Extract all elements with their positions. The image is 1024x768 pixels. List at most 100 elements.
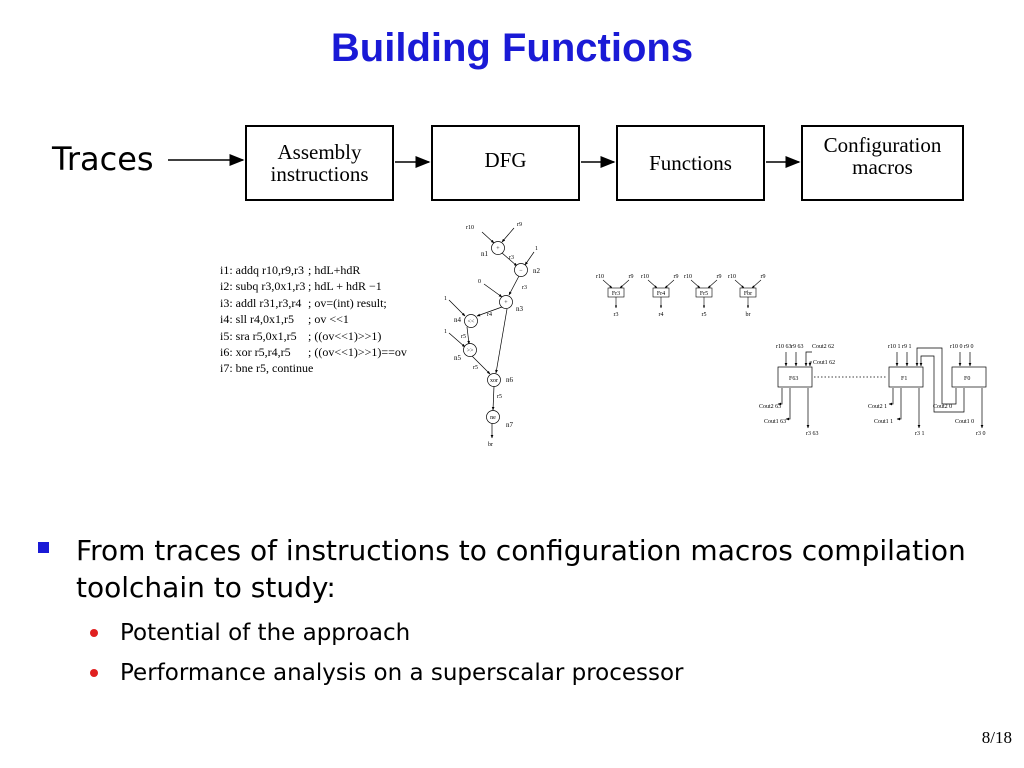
dfg-edge-label: r3: [522, 285, 527, 291]
dfg-edge-label: r3: [509, 255, 514, 261]
macro-input-label: r9 0: [964, 344, 974, 350]
function-output-label: r4: [659, 312, 664, 318]
assembly-comment: ; ((ov<<1)>>1)==ov: [308, 345, 407, 360]
macro-carry-out-label: Cout1 63: [764, 419, 786, 425]
macro-cell-name: F0: [964, 376, 970, 382]
dfg-edge-label: 1: [535, 246, 538, 252]
square-bullet-icon: [38, 542, 49, 553]
dfg-node-ops: + − + << >> xor ne: [467, 246, 524, 421]
function-name-label: Fr3: [612, 291, 620, 297]
macro-input-label: r10 1: [888, 344, 901, 350]
assembly-line: i2: subq r3,0x1,r3; hdL + hdR −1: [220, 278, 407, 294]
macro-circuit: [777, 347, 987, 429]
function-box-fr5: [695, 287, 713, 298]
function-input-label: r10: [728, 274, 736, 280]
bullet-sub-text: Performance analysis on a superscalar pr…: [120, 660, 684, 686]
dfg-node-n2: [514, 263, 528, 277]
dfg-op-n2: −: [519, 268, 523, 274]
dfg-edge-label: r5: [473, 365, 478, 371]
dfg-box: DFG: [431, 125, 580, 201]
dfg-node-n3: [499, 295, 513, 309]
dfg-edge-label: br: [488, 442, 493, 448]
dfg-op-n6: xor: [490, 378, 498, 384]
assembly-comment: ; hdL + hdR −1: [308, 279, 382, 294]
bullet-sub: Potential of the approach: [90, 618, 410, 648]
dfg-name-n7: n7: [506, 421, 514, 429]
function-output-label: br: [746, 312, 751, 318]
macro-output-label: r3 63: [806, 431, 819, 437]
bullet-sub-text: Potential of the approach: [120, 620, 411, 646]
page-number: 8/18: [981, 728, 1012, 747]
function-output-label: r5: [702, 312, 707, 318]
functions-box: Functions: [616, 125, 765, 201]
assembly-line: i1: addq r10,r9,r3 ; hdL+hdR: [220, 262, 407, 278]
dfg-node-n5: [463, 343, 477, 357]
function-input-label: r10: [596, 274, 604, 280]
assembly-instruction: i5: sra r5,0x1,r5: [220, 328, 297, 343]
bullet-sub: Performance analysis on a superscalar pr…: [90, 658, 684, 688]
slide-title: Building Functions: [330, 26, 694, 70]
dfg-op-n4: <<: [468, 319, 475, 325]
assembly-comment: ; ((ov<<1)>>1): [308, 328, 382, 343]
function-input-label: r9: [761, 274, 766, 280]
dfg-name-n6: n6: [506, 376, 514, 384]
configuration-macros-box: Configuration macros: [801, 125, 964, 201]
function-name-label: Fr4: [657, 291, 665, 297]
function-box-fr4: [652, 287, 670, 298]
function-input-label: r9: [629, 274, 634, 280]
dfg-op-n3: +: [504, 300, 508, 306]
macro-input-label: r10 0: [950, 344, 963, 350]
dfg-edge-label: r4: [487, 312, 492, 318]
dfg-graph: [448, 227, 535, 439]
dfg-name-n2: n2: [533, 267, 541, 275]
dfg-node-n7: [486, 410, 500, 424]
macro-output-label: r3 1: [915, 431, 925, 437]
macro-output-label: r3 0: [976, 431, 986, 437]
dfg-node-n1: [491, 241, 505, 255]
macro-labels: r10 63 r9 63 Cout2 62 Cout1 62 F63 Cout2…: [759, 344, 986, 437]
macro-input-label: r9 63: [791, 344, 804, 350]
macro-cell-f0: [951, 366, 987, 388]
macro-carry-in-label: Cout2 62: [812, 344, 834, 350]
dfg-op-n7: ne: [490, 415, 496, 421]
dfg-name-n1: n1: [481, 250, 489, 258]
dot-bullet-icon: [90, 669, 98, 677]
function-input-label: r10: [641, 274, 649, 280]
assembly-line: i4: sll r4,0x1,r5 ; ov <<1: [220, 311, 407, 327]
dfg-edge-label: r10: [466, 225, 474, 231]
macro-input-label: r9 1: [902, 344, 912, 350]
assembly-instruction: i7: bne r5, continue: [220, 361, 314, 376]
assembly-instruction: i2: subq r3,0x1,r3: [220, 279, 306, 294]
function-box-fr3: [607, 287, 625, 298]
macro-input-label: r10 63: [776, 344, 792, 350]
macro-cell-name: F63: [789, 376, 798, 382]
macro-carry-in-label: Cout1 62: [813, 360, 835, 366]
assembly-comment: ; hdL+hdR: [308, 263, 361, 277]
macro-carry-out-label: Cout2 1: [868, 404, 887, 410]
assembly-instruction: i1: addq r10,r9,r3: [220, 263, 304, 277]
macro-carry-out-label: Cout2 0: [933, 404, 952, 410]
function-output-label: r3: [614, 312, 619, 318]
dfg-edge-labels: r10 r9 1 r3 0 r3 1 r4 1 r5 r5 r5 br: [444, 222, 538, 448]
dfg-nodes: [463, 241, 528, 424]
macro-cell-f1: [888, 366, 924, 388]
dfg-name-n5: n5: [454, 354, 462, 362]
dfg-op-n5: >>: [467, 348, 474, 354]
function-box-fbr: [739, 287, 757, 298]
assembly-line: i7: bne r5, continue: [220, 360, 407, 376]
assembly-instruction: i4: sll r4,0x1,r5: [220, 312, 294, 327]
macro-carry-out-label: Cout1 1: [874, 419, 893, 425]
dfg-edge-label: 0: [478, 279, 481, 285]
bullet-main: From traces of instructions to configura…: [38, 532, 998, 606]
dfg-edge-label: 1: [444, 296, 447, 302]
dfg-edge-label: r9: [517, 222, 522, 228]
assembly-comment: ; ov <<1: [308, 312, 349, 327]
assembly-instruction: i6: xor r5,r4,r5: [220, 345, 291, 360]
assembly-instructions-box: Assembly instructions: [245, 125, 394, 201]
macro-carry-out-label: Cout1 0: [955, 419, 974, 425]
assembly-comment: ; ov=(int) result;: [308, 295, 387, 310]
assembly-line: i3: addl r31,r3,r4 ; ov=(int) result;: [220, 295, 407, 311]
assembly-instruction: i3: addl r31,r3,r4: [220, 295, 302, 310]
dfg-edge-label: r5: [497, 394, 502, 400]
dfg-edge-label: r5: [461, 334, 466, 340]
